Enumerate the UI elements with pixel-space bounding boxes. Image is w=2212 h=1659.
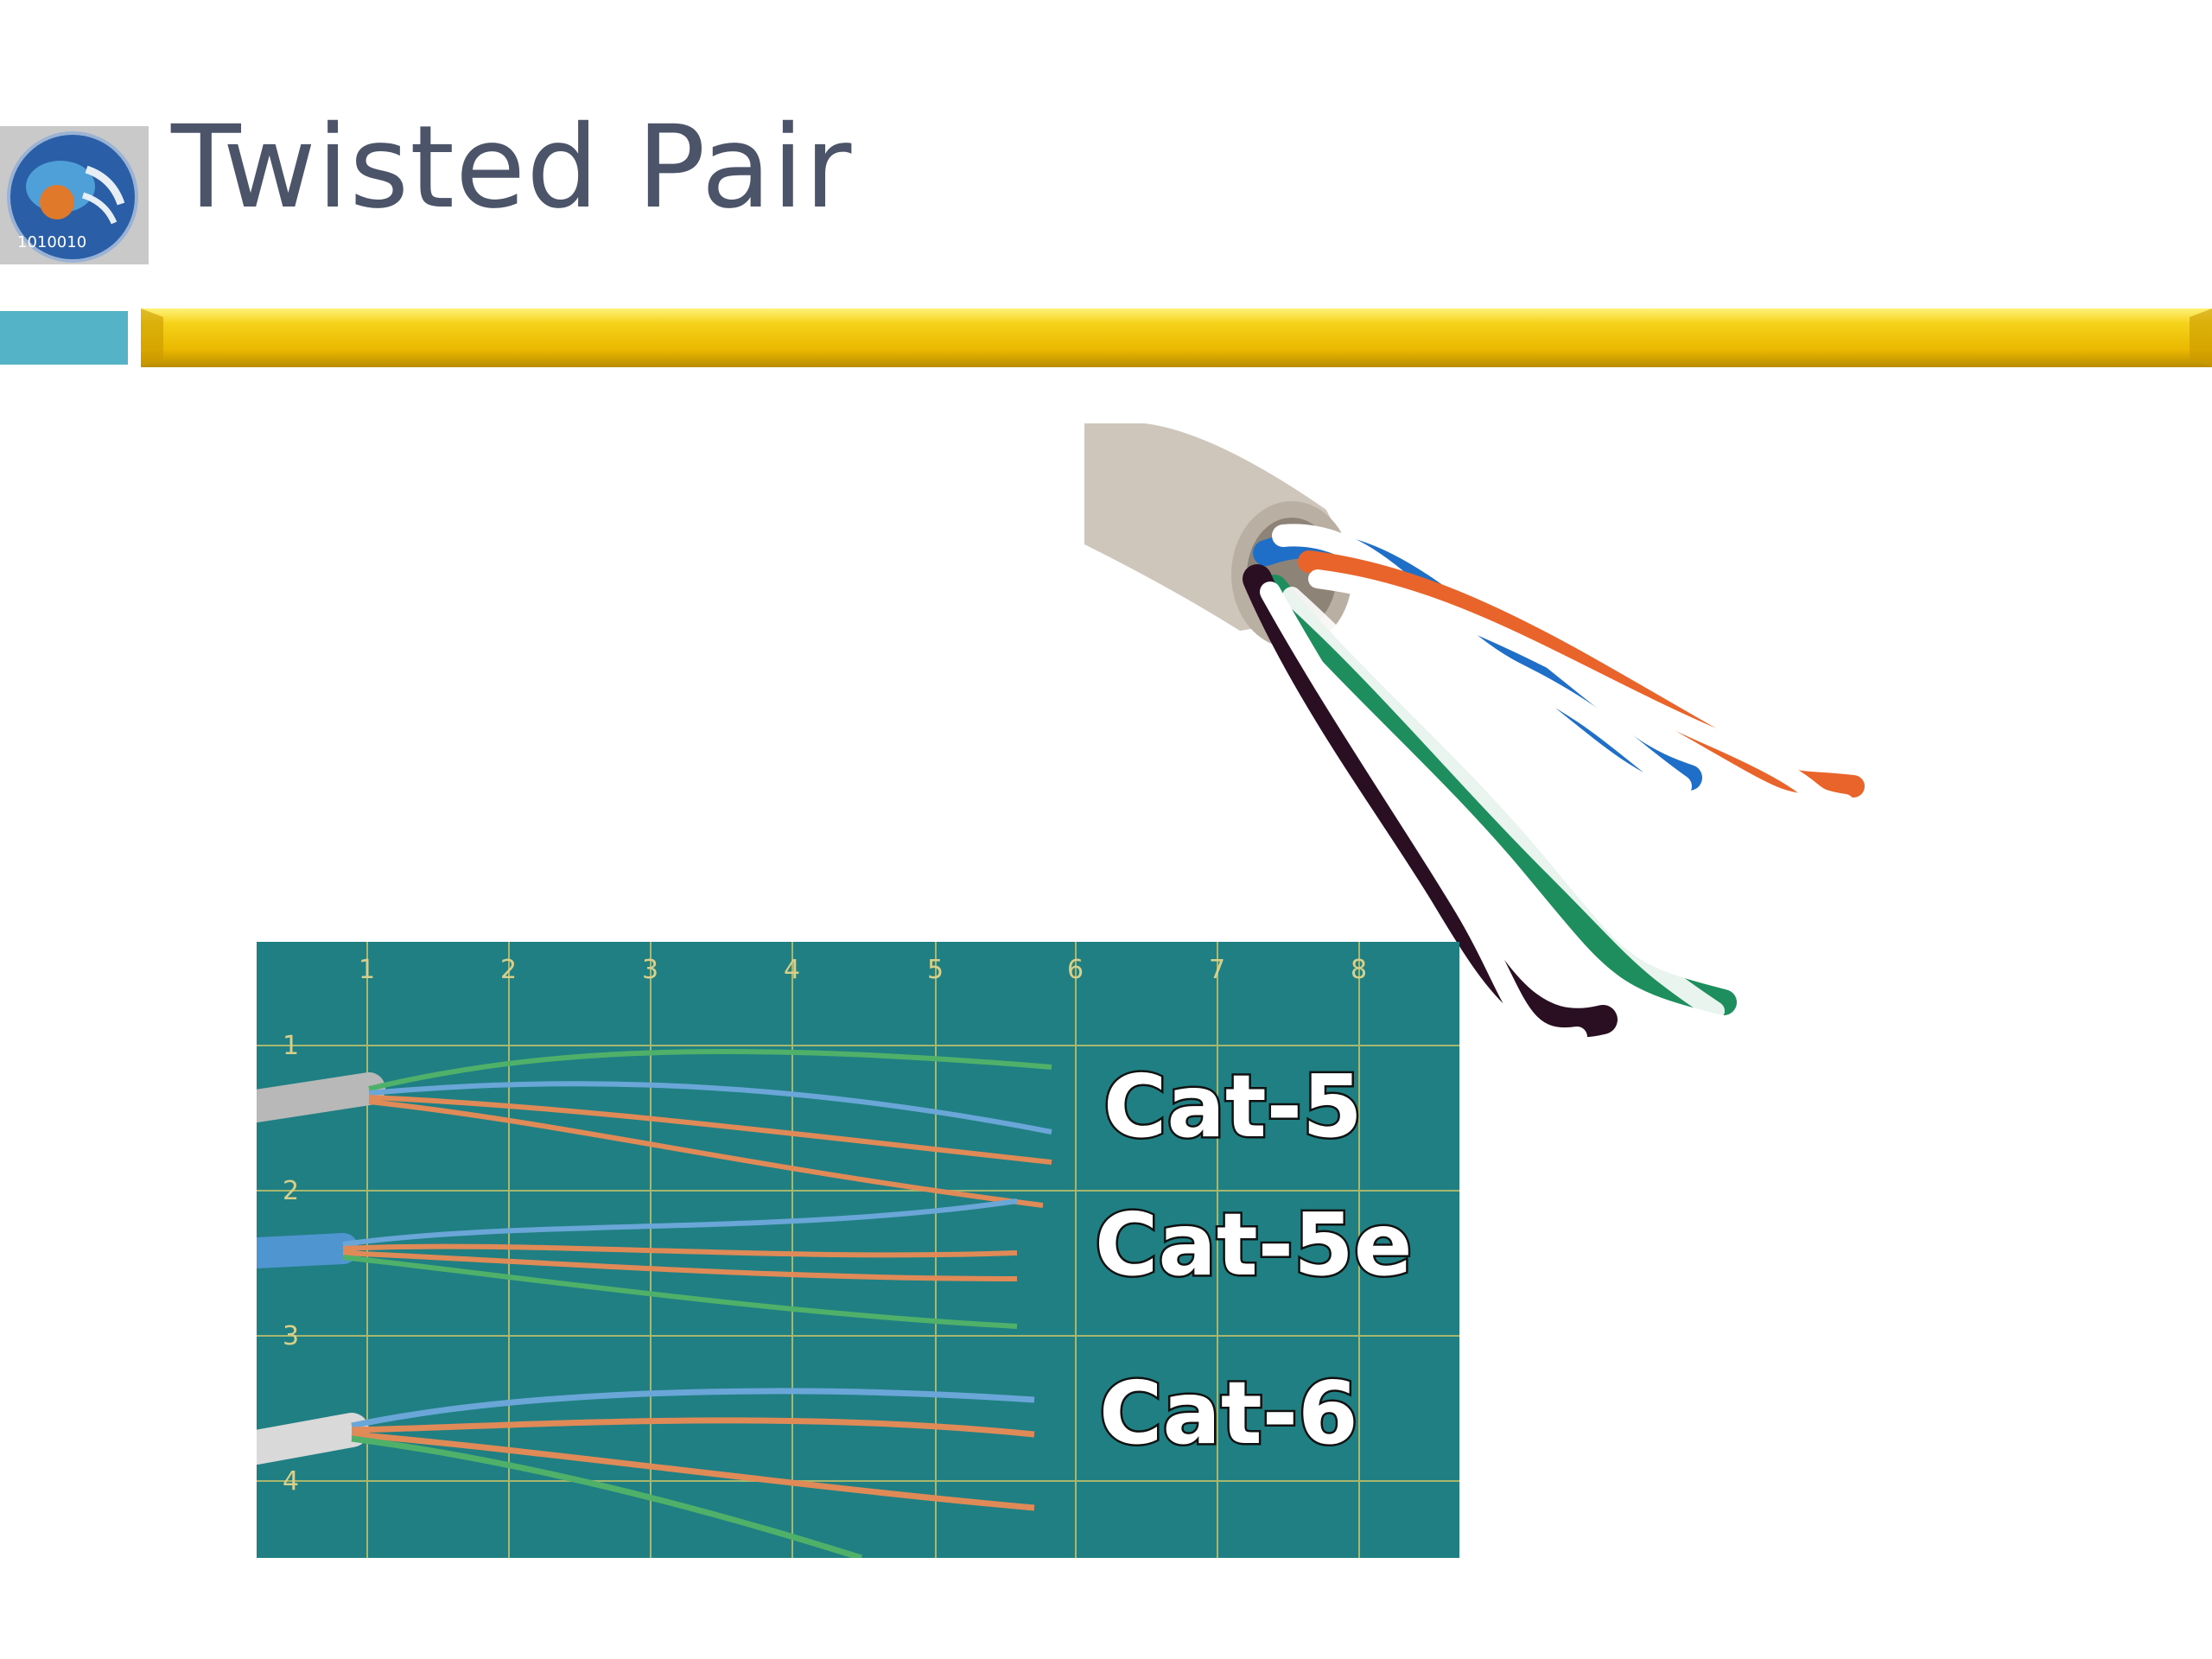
ruler-tick: 7	[1209, 955, 1225, 985]
ruler-tick: 1	[359, 955, 375, 985]
globe-logo-icon: 1010010	[0, 126, 149, 264]
ruler-tick: 2	[500, 955, 517, 985]
page-title: Twisted Pair	[171, 101, 853, 234]
ruler-tick: 2	[283, 1176, 299, 1206]
ruler-tick: 8	[1351, 955, 1367, 985]
utp-cable-photo	[1084, 423, 1865, 1049]
ruler-tick: 5	[927, 955, 944, 985]
cat5e-label: Cat-5e	[1095, 1194, 1413, 1295]
ruler-tick: 4	[283, 1466, 299, 1497]
ruler-tick: 1	[283, 1031, 299, 1061]
ruler-tick: 4	[784, 955, 800, 985]
accent-block	[0, 311, 128, 365]
ruler-tick: 3	[642, 955, 658, 985]
ruler-tick: 6	[1067, 955, 1084, 985]
title-underline-bar	[141, 308, 2212, 367]
cat5-label: Cat-5	[1103, 1056, 1363, 1157]
svg-text:1010010: 1010010	[17, 233, 86, 251]
cat6-label: Cat-6	[1099, 1363, 1358, 1464]
cable-category-photo: 1 2 3 4 5 6 7 8 1 2 3 4 Cat-5 Cat-5e Cat…	[257, 942, 1459, 1558]
ruler-tick: 3	[283, 1321, 299, 1351]
